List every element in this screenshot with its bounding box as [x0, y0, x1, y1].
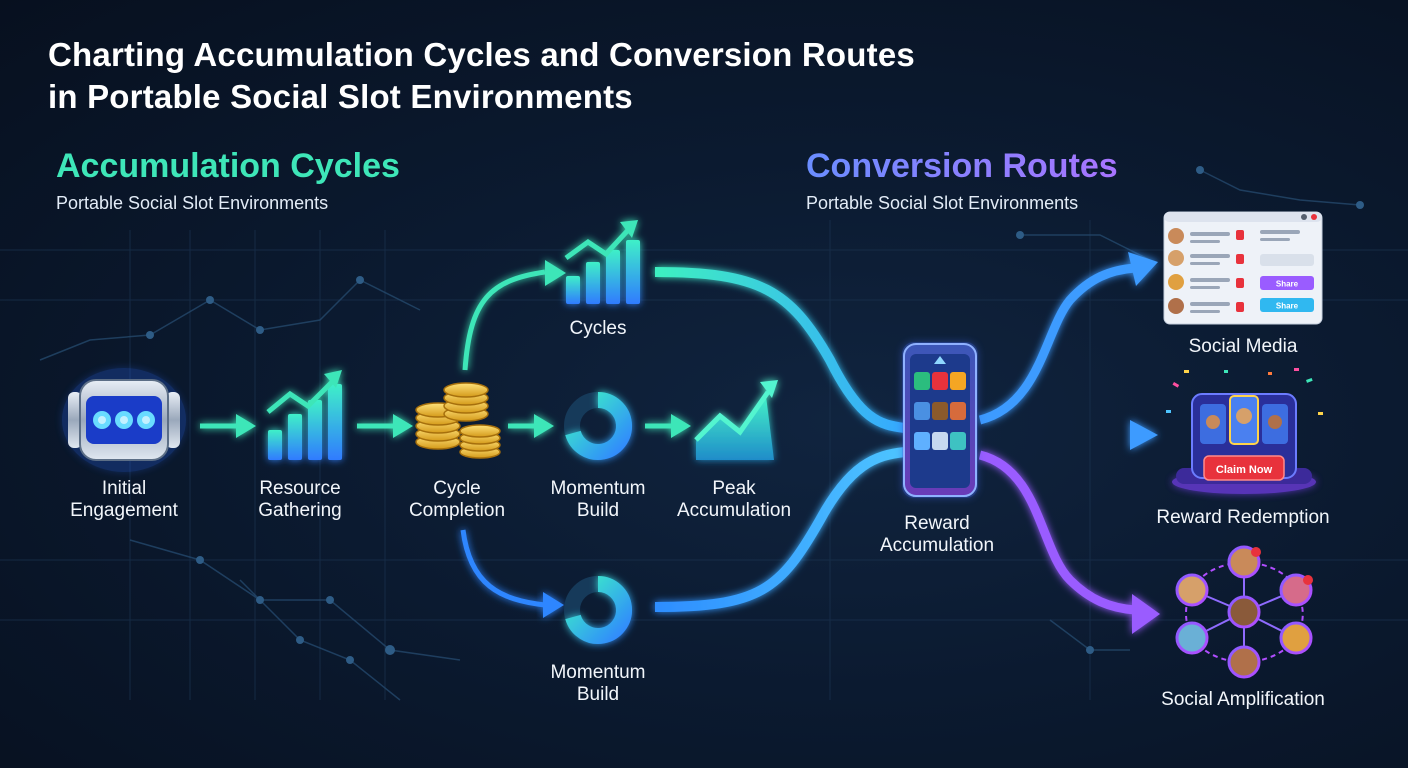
coin-stack-icon [415, 382, 501, 459]
ring-icon-low [564, 576, 633, 644]
node-initial-engagement: Initial Engagement [39, 478, 209, 522]
node-resource-gathering: Resource Gathering [215, 478, 385, 522]
node-momentum-build-low-line1: Momentum [550, 662, 646, 683]
page-title-line1: Charting Accumulation Cycles and Convers… [48, 36, 915, 73]
node-cycle-completion-line1: Cycle [433, 478, 481, 499]
route-reward-redemption-arrow [1130, 420, 1158, 450]
share-button-label-1: Share [1276, 280, 1299, 289]
node-momentum-build-low: Momentum Build [513, 662, 683, 706]
node-initial-engagement-line2: Engagement [70, 500, 178, 521]
network-icon [1175, 545, 1313, 679]
route-social-media-label: Social Media [1188, 336, 1298, 357]
flow-upper-branch-arrow [545, 260, 566, 286]
flow-upper-to-phone [654, 267, 906, 433]
node-initial-engagement-line1: Initial [101, 478, 147, 499]
flow-upper-branch [462, 269, 546, 371]
node-cycle-completion-line2: Completion [408, 500, 506, 521]
node-momentum-build-mid-line1: Momentum [550, 478, 646, 499]
page-title: Charting Accumulation Cycles and Convers… [48, 34, 915, 118]
node-resource-gathering-line2: Gathering [258, 500, 342, 521]
node-peak-accumulation-line1: Peak [712, 478, 756, 499]
route-social-amplification [978, 450, 1136, 615]
route-reward-redemption-label: Reward Redemption [1156, 507, 1330, 528]
share-button-label-2: Share [1276, 302, 1299, 311]
flow-lower-branch [460, 529, 546, 608]
prize-machine-icon: Claim Now [1166, 368, 1323, 494]
node-cycle-completion: Cycle Completion [372, 478, 542, 522]
area-chart-icon [694, 380, 778, 460]
node-momentum-build-mid-line2: Build [576, 500, 620, 521]
accumulation-subtitle: Portable Social Slot Environments [56, 193, 329, 213]
route-social-amplification-arrow [1132, 594, 1160, 634]
route-social-amplification-label: Social Amplification [1161, 689, 1325, 710]
accumulation-heading: Accumulation Cycles [56, 147, 400, 185]
flow-lower-branch-arrow [543, 592, 564, 618]
node-cycles-line1: Cycles [569, 318, 627, 339]
node-peak-accumulation: Peak Accumulation [649, 478, 819, 522]
growth-chart-icon-resource [266, 370, 342, 460]
flow-lower-to-phone [654, 447, 906, 612]
node-reward-accumulation: Reward Accumulation [852, 513, 1022, 557]
main-row-arrows [200, 414, 691, 438]
node-cycles: Cycles [513, 318, 683, 340]
node-peak-accumulation-line2: Accumulation [676, 500, 792, 521]
ring-icon-mid [564, 392, 633, 460]
conversion-subtitle: Portable Social Slot Environments [806, 193, 1079, 213]
phone-icon [902, 342, 978, 498]
slot-reel-icon [62, 368, 186, 472]
node-reward-accumulation-line2: Accumulation [879, 535, 995, 556]
node-resource-gathering-line1: Resource [259, 478, 341, 499]
node-momentum-build-mid: Momentum Build [513, 478, 683, 522]
social-panel-icon: Share Share [1163, 211, 1323, 325]
node-reward-accumulation-line1: Reward [904, 513, 970, 534]
conversion-heading: Conversion Routes [806, 147, 1118, 185]
route-social-media-arrow [1128, 252, 1158, 286]
page-title-line2: in Portable Social Slot Environments [48, 78, 633, 115]
growth-chart-icon-cycles [564, 220, 640, 304]
node-momentum-build-low-line2: Build [576, 684, 620, 705]
route-social-media [978, 263, 1136, 425]
claim-now-label: Claim Now [1216, 464, 1273, 476]
